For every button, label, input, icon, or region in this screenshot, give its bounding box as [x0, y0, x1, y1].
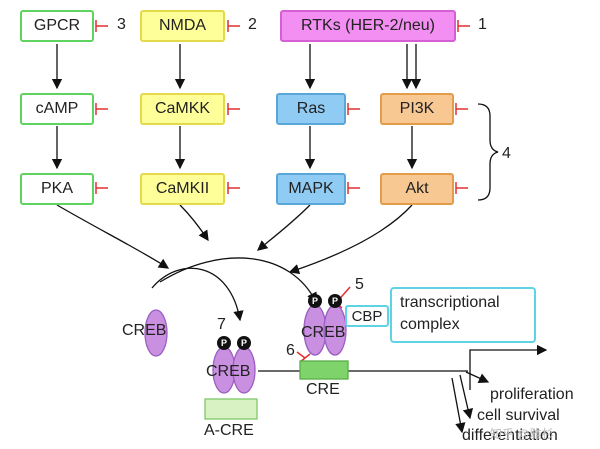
akt-box: Akt — [380, 173, 454, 205]
ras-label: Ras — [296, 100, 326, 117]
rtks-label: RTKs (HER-2/neu) — [301, 17, 435, 34]
gpcr-box: GPCR — [20, 10, 94, 42]
cbp-box: CBP — [345, 305, 389, 327]
nmda-label: NMDA — [158, 17, 207, 34]
transcriptional-complex-box: transcriptional complex — [390, 287, 536, 343]
outcome-cell-survival: cell survival — [477, 407, 560, 424]
pi3k-label: PI3K — [399, 100, 435, 117]
label-5: 5 — [355, 276, 364, 293]
pathway-arrows — [51, 44, 548, 434]
camp-box: cAMP — [20, 93, 94, 125]
outcome-proliferation: proliferation — [490, 386, 574, 403]
gpcr-label: GPCR — [33, 17, 81, 34]
camkii-label: CaMKII — [155, 180, 210, 197]
phospho-icon: P — [217, 336, 231, 350]
mapk-box: MAPK — [276, 173, 346, 205]
pi3k-box: PI3K — [380, 93, 454, 125]
phospho-icon: P — [308, 294, 322, 308]
tc-line2: complex — [400, 316, 460, 333]
inhibitor-marks — [95, 20, 470, 363]
camp-label: cAMP — [35, 100, 79, 117]
label-7: 7 — [217, 316, 226, 333]
rtks-box: RTKs (HER-2/neu) — [280, 10, 456, 42]
camkii-box: CaMKII — [140, 173, 225, 205]
cre-block — [299, 360, 349, 380]
camkk-label: CaMKK — [154, 100, 211, 117]
brace — [477, 103, 499, 201]
ras-box: Ras — [276, 93, 346, 125]
label-4: 4 — [502, 145, 511, 162]
mapk-label: MAPK — [288, 180, 334, 197]
creb-cre-label: CREB — [301, 324, 346, 341]
pka-label: PKA — [40, 180, 73, 197]
cre-label: CRE — [306, 381, 340, 398]
acre-block — [204, 398, 258, 420]
nmda-box: NMDA — [140, 10, 225, 42]
phospho-icon: P — [328, 294, 342, 308]
label-3: 3 — [117, 16, 126, 33]
cbp-label: CBP — [351, 307, 383, 325]
creb-acre-label: CREB — [206, 363, 251, 380]
label-1: 1 — [478, 16, 487, 33]
label-2: 2 — [248, 16, 257, 33]
creb-free-label: CREB — [122, 322, 167, 339]
acre-label: A-CRE — [204, 422, 254, 439]
watermark: 知乎 @雅杉 — [490, 427, 554, 441]
camkk-box: CaMKK — [140, 93, 225, 125]
phospho-icon: P — [237, 336, 251, 350]
pka-box: PKA — [20, 173, 94, 205]
akt-label: Akt — [405, 180, 429, 197]
creb-shapes — [144, 304, 347, 394]
label-6: 6 — [286, 342, 295, 359]
tc-line1: transcriptional — [400, 294, 500, 311]
outcome-differentiation: differentiation — [462, 427, 558, 444]
